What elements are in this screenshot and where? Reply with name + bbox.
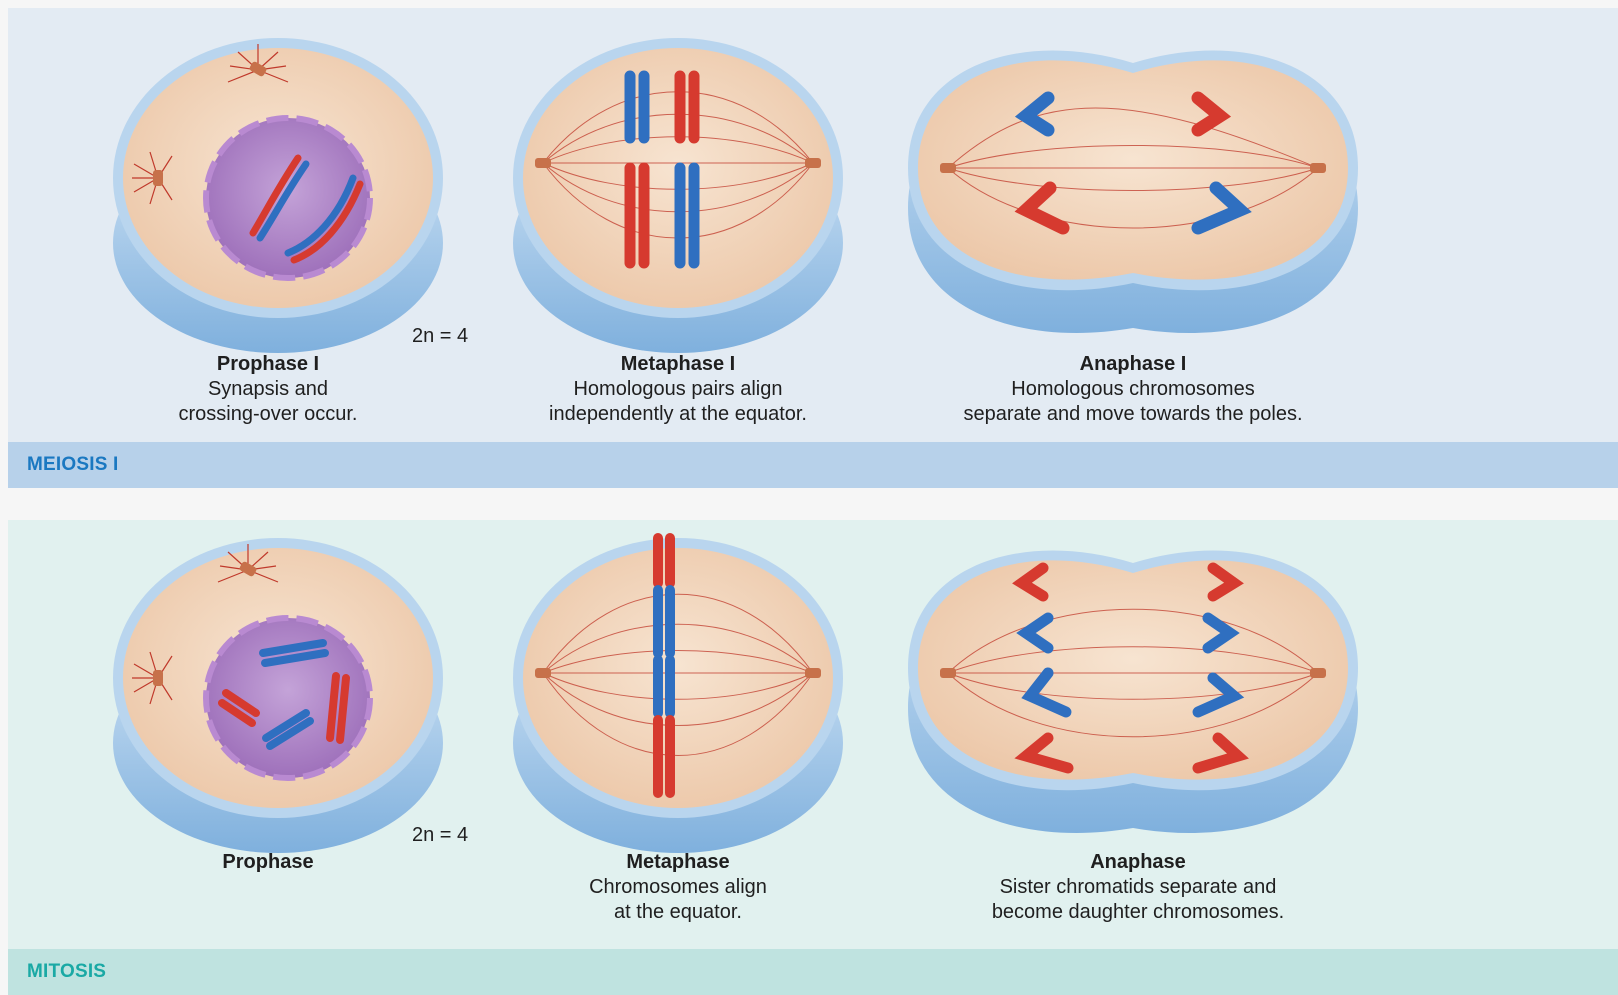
centriole-left [153, 170, 163, 186]
stage-desc-line2: at the equator. [528, 900, 828, 925]
stage-title: Metaphase [528, 850, 828, 875]
anaphase-i-caption: Anaphase I Homologous chromosomes separa… [948, 352, 1318, 427]
metaphase-cell [498, 528, 858, 858]
metaphase-caption: Metaphase Chromosomes align at the equat… [528, 850, 828, 925]
metaphase-i-caption: Metaphase I Homologous pairs align indep… [528, 352, 828, 427]
centriole-left [940, 163, 956, 173]
stage-title: Metaphase I [528, 352, 828, 377]
stage-title: Prophase [158, 850, 378, 875]
stage-desc-line1: Chromosomes align [528, 875, 828, 900]
prophase-caption: Prophase [158, 850, 378, 875]
anaphase-caption: Anaphase Sister chromatids separate and … [958, 850, 1318, 925]
prophase-cell [98, 528, 458, 858]
stage-desc-line1: Homologous chromosomes [948, 377, 1318, 402]
centriole-left [940, 668, 956, 678]
stage-desc-line2: become daughter chromosomes. [958, 900, 1318, 925]
cytoplasm [918, 60, 1348, 279]
prophase-i-cell [98, 28, 458, 358]
centriole-left [535, 158, 551, 168]
centriole-right [805, 158, 821, 168]
prophase-i-caption: Prophase I Synapsis and crossing-over oc… [158, 352, 378, 427]
stage-desc-line2: crossing-over occur. [158, 402, 378, 427]
centriole-left [153, 670, 163, 686]
cytoplasm [918, 560, 1348, 779]
stage-title: Anaphase [958, 850, 1318, 875]
anaphase-cell [898, 528, 1368, 858]
stage-desc-line1: Synapsis and [158, 377, 378, 402]
centriole-right [1310, 163, 1326, 173]
mitosis-band: MITOSIS [8, 949, 1618, 995]
centriole-right [1310, 668, 1326, 678]
centriole-left [535, 668, 551, 678]
mitosis-label: MITOSIS [27, 961, 106, 983]
metaphase-i-cell [498, 28, 858, 358]
stage-desc-line1: Sister chromatids separate and [958, 875, 1318, 900]
ploidy-label: 2n = 4 [412, 325, 468, 348]
stage-desc-line1: Homologous pairs align [528, 377, 828, 402]
meiosis-band: MEIOSIS I [8, 442, 1618, 488]
meiosis-panel: Prophase I Synapsis and crossing-over oc… [8, 8, 1618, 488]
stage-desc-line2: independently at the equator. [528, 402, 828, 427]
stage-title: Prophase I [158, 352, 378, 377]
meiosis-label: MEIOSIS I [27, 454, 119, 476]
cytoplasm [523, 548, 833, 808]
centriole-right [805, 668, 821, 678]
anaphase-i-cell [898, 28, 1368, 358]
stage-desc-line2: separate and move towards the poles. [948, 402, 1318, 427]
ploidy-label: 2n = 4 [412, 824, 468, 847]
stage-title: Anaphase I [948, 352, 1318, 377]
mitosis-panel: Prophase 2n = 4 Metaphase Chr [8, 520, 1618, 995]
